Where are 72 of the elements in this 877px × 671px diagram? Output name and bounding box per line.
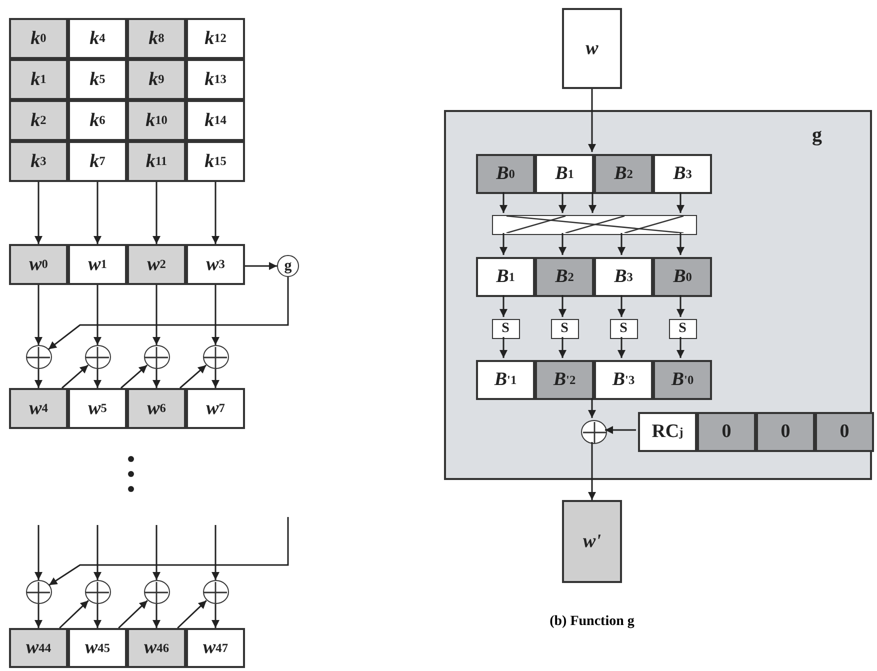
arrow (94, 182, 102, 244)
arrow (245, 262, 277, 270)
arrow (212, 285, 220, 345)
arrow (500, 295, 508, 317)
arrow (618, 233, 626, 255)
arrow (558, 192, 566, 213)
arrow (59, 600, 89, 629)
arrow (177, 600, 207, 629)
arrow (500, 337, 508, 358)
arrow (120, 364, 148, 389)
g-function-circle: g (277, 255, 299, 277)
sbox-cell: S (550, 319, 578, 339)
arrow (605, 426, 636, 434)
arrow (62, 364, 89, 389)
arrow (94, 369, 102, 388)
caption: (b) Function g (550, 614, 634, 630)
xor-circle (84, 345, 110, 369)
sbox-cell: S (492, 319, 520, 339)
zero-byte-cell: 0 (697, 412, 756, 452)
arrow (500, 192, 508, 213)
arrow (48, 517, 289, 586)
arrow (34, 285, 42, 345)
xor-circle (26, 580, 52, 604)
arrow (618, 337, 626, 358)
arrow (118, 600, 148, 629)
xor-circle (26, 345, 52, 369)
arrow (212, 182, 220, 244)
xor-circle (84, 580, 110, 604)
arrow (152, 604, 160, 628)
xor-circle (581, 420, 607, 444)
arrow (152, 525, 160, 580)
arrow (558, 233, 566, 255)
arrow (34, 604, 42, 628)
arrow (588, 398, 596, 418)
arrow (34, 525, 42, 580)
arrow (618, 295, 626, 317)
xor-circle (202, 580, 228, 604)
xor-circle (144, 580, 170, 604)
arrow (48, 277, 289, 350)
panel-title: g (812, 124, 822, 147)
arrow (558, 295, 566, 317)
permutation-box (492, 215, 697, 235)
arrow (152, 285, 160, 345)
arrow (212, 604, 220, 628)
arrow (94, 285, 102, 345)
arrow (676, 295, 684, 317)
output-word-box: w' (562, 500, 622, 583)
arrow (676, 337, 684, 358)
arrow (676, 233, 684, 255)
sbox-cell: S (668, 319, 696, 339)
arrow (588, 89, 596, 152)
input-word-box: w (562, 8, 622, 89)
arrow (558, 337, 566, 358)
xor-circle (144, 345, 170, 369)
arrow (676, 192, 684, 213)
sbox-cell: S (610, 319, 638, 339)
xor-circle (202, 345, 228, 369)
arrow (212, 525, 220, 580)
arrow (152, 182, 160, 244)
arrow (588, 442, 596, 500)
arrow (212, 369, 220, 388)
zero-byte-cell: 0 (815, 412, 874, 452)
arrow (94, 604, 102, 628)
arrow (34, 182, 42, 244)
arrow (34, 369, 42, 388)
arrow (500, 233, 508, 255)
arrow (588, 192, 596, 213)
arrow (94, 525, 102, 580)
arrow (152, 369, 160, 388)
function-panel (444, 110, 872, 480)
arrow (180, 364, 207, 389)
zero-byte-cell: 0 (756, 412, 815, 452)
